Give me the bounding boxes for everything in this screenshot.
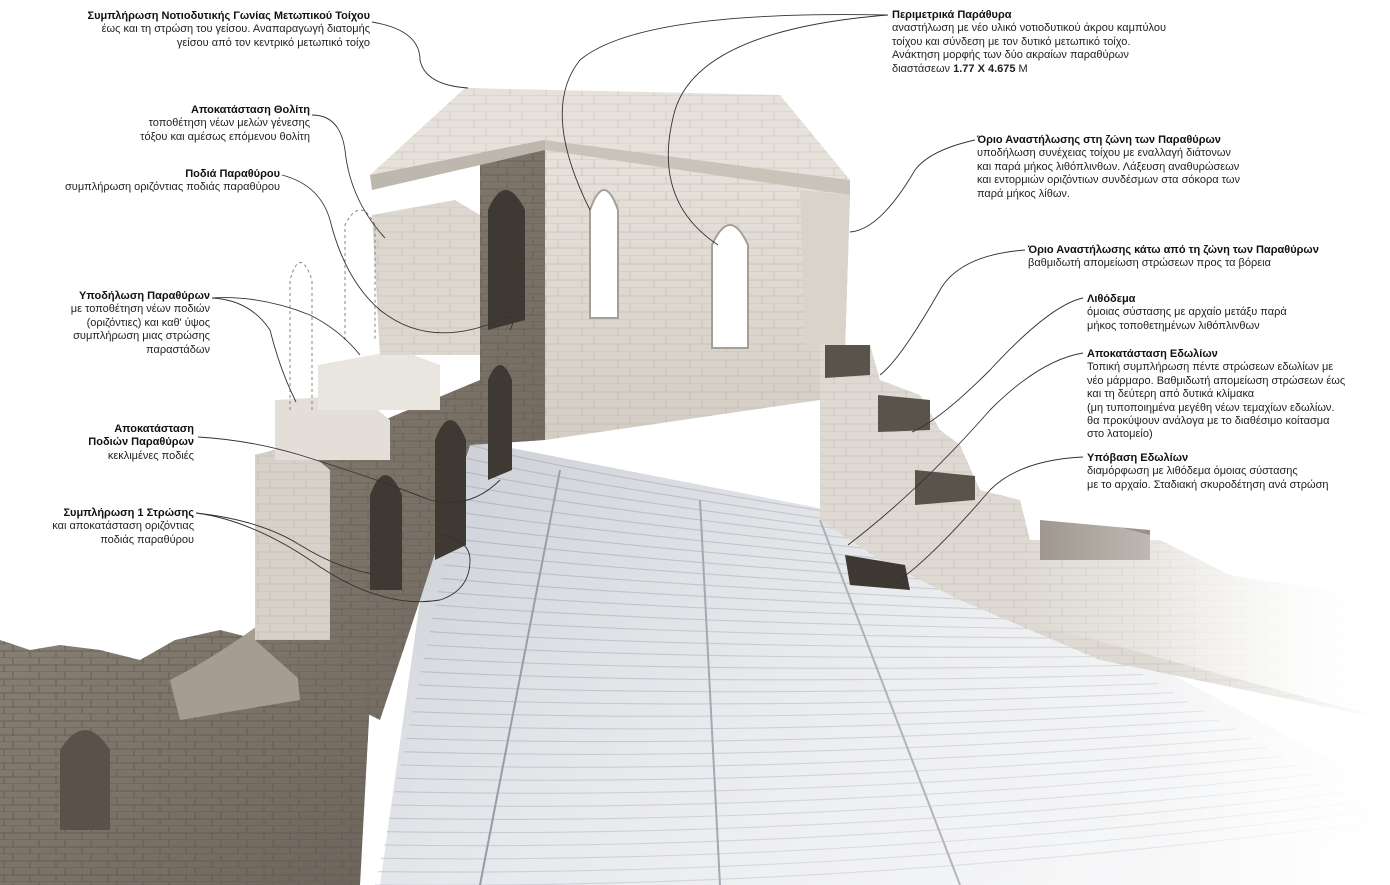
annotation-line: όμοιας σύστασης με αρχαίο μετάξυ παρά <box>1087 306 1287 319</box>
annotation-window-sills-restoration: Αποκατάσταση Ποδιών Παραθύρων κεκλιμένες… <box>20 423 194 463</box>
annotation-line: και αποκατάσταση οριζόντιας <box>52 520 194 533</box>
annotation-line: στο λατομείο) <box>1087 428 1153 441</box>
annotation-title: Αποκατάσταση Εδωλίων <box>1087 348 1218 360</box>
leader-a5 <box>197 436 501 503</box>
annotation-line: συμπλήρωση μιας στρώσης <box>73 330 210 343</box>
annotation-line: μήκος τοποθετημένων λιθόπλινθων <box>1087 319 1260 332</box>
leader-a12 <box>894 456 1084 584</box>
annotation-title: Συμπλήρωση 1 Στρώσης <box>63 507 194 519</box>
dims-prefix: διαστάσεων <box>892 62 954 75</box>
annotation-line: αναστήλωση με νέο υλικό νοτιοδυτικού άκρ… <box>892 22 1167 35</box>
annotation-line: υποδήλωση συνέχειας τοίχου με εναλλαγή δ… <box>977 147 1231 160</box>
annotation-title: Αποκατάσταση Ποδιών Παραθύρων <box>88 423 194 449</box>
annotation-title: Αποκατάσταση Θολίτη <box>191 104 310 116</box>
annotation-line: νέο μάρμαρο. Βαθμιδωτή απομείωση στρώσεω… <box>1087 374 1346 387</box>
leader-a7b <box>667 14 889 246</box>
annotation-title: Λιθόδεμα <box>1087 293 1136 305</box>
dashed-outlines <box>289 209 376 410</box>
leader-lines <box>195 14 1084 603</box>
annotation-line: Ανάκτηση μορφής των δύο ακραίων παραθύρω… <box>892 49 1129 62</box>
annotation-seats-substructure: Υπόβαση Εδωλίων διαμόρφωση με λιθόδεμα ό… <box>1087 452 1377 492</box>
ruined-west-wall <box>0 600 370 885</box>
annotation-line: και παρά μήκος λιθόπλινθων. Λάξευση αναθ… <box>977 160 1240 173</box>
annotation-line: βαθμιδωτή απομείωση στρώσεων προς τα βόρ… <box>1028 257 1271 270</box>
annotation-title: Περιμετρικά Παράθυρα <box>892 9 1012 21</box>
annotation-line: (οριζόντιες) και καθ' ύψος <box>86 316 210 329</box>
cavea-seating <box>375 440 1390 885</box>
annotation-line: παρά μήκος λίθων. <box>977 187 1070 200</box>
annotation-seats-restoration: Αποκατάσταση Εδωλίων Τοπική συμπλήρωση π… <box>1087 348 1377 442</box>
annotation-title: Υπόβαση Εδωλίων <box>1087 452 1189 464</box>
leader-a3 <box>281 174 514 334</box>
annotation-line: με τοποθέτηση νέων ποδιών <box>70 303 210 316</box>
annotation-one-course: Συμπλήρωση 1 Στρώσης και αποκατάσταση ορ… <box>20 507 194 547</box>
annotation-line: παραστάδων <box>146 343 210 356</box>
annotation-line: έως και τη στρώση του γείσου. Αναπαραγωγ… <box>101 23 370 36</box>
leader-a10 <box>911 297 1084 433</box>
leader-a6 <box>195 512 381 576</box>
annotation-line: γείσου από τον κεντρικό μετωπικό τοίχο <box>176 36 370 49</box>
annotation-line: και τη δεύτερη από δυτικά κλίμακα <box>1087 388 1255 401</box>
leader-a11 <box>847 352 1084 546</box>
annotation-title: Όριο Αναστήλωσης στη ζώνη των Παραθύρων <box>977 134 1221 146</box>
annotation-title: Συμπλήρωση Νοτιοδυτικής Γωνίας Μετωπικού… <box>87 10 370 22</box>
annotation-perimeter-windows: Περιμετρικά Παράθυρα αναστήλωση με νέο υ… <box>892 9 1212 76</box>
annotation-line: κεκλιμένες ποδιές <box>107 449 194 462</box>
annotation-title: Όριο Αναστήλωσης κάτω από τη ζώνη των Πα… <box>1028 244 1319 256</box>
annotation-line: ποδιάς παραθύρου <box>100 533 194 546</box>
annotation-line: θα προκύψουν ανάλογα με το διαθέσιμο κοί… <box>1087 415 1330 428</box>
annotation-line-dims: διαστάσεων 1.77 X 4.675 M <box>892 63 1212 76</box>
leader-a8 <box>849 139 976 233</box>
annotation-window-indication: Υποδήλωση Παραθύρων με τοποθέτηση νέων π… <box>20 290 210 357</box>
annotation-title: Υποδήλωση Παραθύρων <box>79 290 210 302</box>
leader-a7a <box>561 14 889 211</box>
annotation-window-zone-limit: Όριο Αναστήλωσης στη ζώνη των Παραθύρων … <box>977 134 1277 201</box>
leader-a9 <box>879 249 1026 376</box>
leader-a1 <box>371 21 469 89</box>
leader-a4b <box>211 297 297 403</box>
restored-upper-walls <box>370 88 850 440</box>
annotation-title: Ποδιά Παραθύρου <box>185 168 280 180</box>
annotation-line: διαμόρφωση με λιθόδεμα όμοιας σύστασης <box>1087 465 1298 478</box>
annotation-line: τόξου και αμέσως επόμενου θολίτη <box>140 130 310 143</box>
annotation-line: και εντορμιών οριζόντιων συνδέσμων στα σ… <box>977 174 1240 187</box>
annotation-line: με το αρχαίο. Σταδιακή σκυροδέτηση ανά σ… <box>1087 478 1329 491</box>
annotation-below-window-zone-limit: Όριο Αναστήλωσης κάτω από τη ζώνη των Πα… <box>1028 244 1368 271</box>
annotation-southwest-corner: Συμπλήρωση Νοτιοδυτικής Γωνίας Μετωπικού… <box>40 10 370 50</box>
leader-a4 <box>211 297 361 356</box>
restored-window-sills <box>255 200 480 640</box>
leader-a6b <box>195 512 471 603</box>
annotation-line: Τοπική συμπλήρωση πέντε στρώσεων εδωλίων… <box>1087 361 1334 374</box>
annotation-mortar: Λιθόδεμα όμοιας σύστασης με αρχαίο μετάξ… <box>1087 293 1347 333</box>
annotation-line: (μη τυποποιημένα μεγέθη νέων τεμαχίων εδ… <box>1087 401 1335 414</box>
right-fade <box>1150 430 1390 885</box>
annotation-line: τοποθέτηση νέων μελών γένεσης <box>148 117 310 130</box>
dims-unit: M <box>1015 62 1028 75</box>
annotation-window-sill: Ποδιά Παραθύρου συμπλήρωση οριζόντιας πο… <box>20 168 280 195</box>
leader-a2 <box>311 114 386 239</box>
dims-value: 1.77 X 4.675 <box>953 62 1016 75</box>
annotation-line: τοίχου και σύνδεση με τον δυτικό μετωπικ… <box>892 35 1131 48</box>
annotation-vault-restoration: Αποκατάσταση Θολίτη τοποθέτηση νέων μελώ… <box>60 104 310 144</box>
annotation-line: συμπλήρωση οριζόντιας ποδιάς παραθύρου <box>65 181 280 194</box>
